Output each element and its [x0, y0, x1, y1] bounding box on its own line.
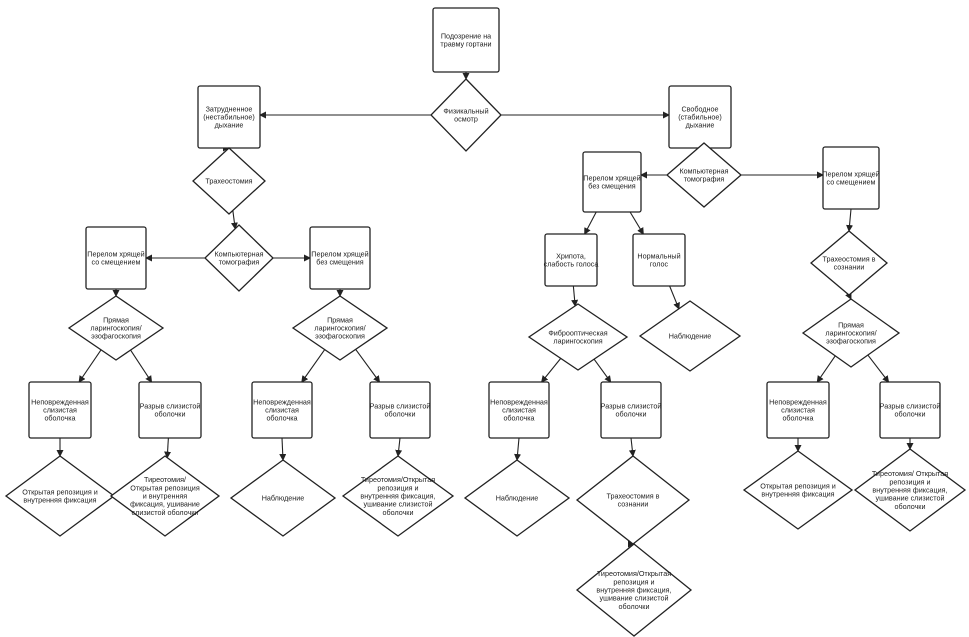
- node-out-5: Наблюдение: [463, 459, 571, 537]
- arrow-dl-3-to-m-intact-4: [816, 355, 836, 383]
- arrow-dl-1-to-m-tear-1: [130, 349, 153, 383]
- arrow-normal-voice-to-observe-nv: [669, 285, 680, 310]
- node-observe-nv: Наблюдение: [638, 300, 742, 372]
- arrow-m-tear-2-to-out-4: [395, 437, 403, 457]
- node-stable-airway: Свободное(стабильное)дыхание: [668, 85, 732, 149]
- arrow-trach-delay-right-to-dl-3: [845, 292, 852, 300]
- arrow-m-tear-1-to-out-2: [164, 437, 172, 459]
- node-label: Наблюдение: [496, 494, 539, 503]
- node-tracheostomy-left: Трахеостомия: [192, 147, 266, 215]
- arrow-dl-2-to-m-tear-2: [355, 349, 381, 383]
- node-label: Наблюдение: [669, 332, 712, 341]
- arrow-fibro-to-m-tear-3: [593, 358, 612, 383]
- node-unstable-airway: Затрудненное(нестабильное)дыхание: [197, 85, 261, 149]
- node-hoarse: Хрипота,слабость голоса: [544, 233, 599, 287]
- node-label: Наблюдение: [262, 494, 305, 503]
- node-label: Трахеостомия: [205, 177, 252, 186]
- arrow-m-tear-3-to-trach-aware-mid: [628, 437, 636, 457]
- arrow-fibro-to-m-intact-3: [541, 358, 562, 383]
- arrow-tracheostomy-left-to-ct-left: [230, 210, 238, 230]
- node-label: Хрипота,слабость голоса: [544, 251, 599, 268]
- arrow-dl-3-to-m-tear-4: [867, 354, 890, 383]
- arrow-fx-disp-right-to-trach-delay-right: [846, 208, 854, 232]
- arrow-dl-1-to-m-intact-1: [78, 349, 102, 383]
- arrow-fx-nodisp-right-to-normal-voice: [629, 211, 644, 235]
- node-out-3: Наблюдение: [229, 459, 337, 537]
- arrow-m-intact-3-to-out-5: [514, 437, 522, 461]
- arrow-m-intact-2-to-out-3: [279, 437, 287, 461]
- node-label: Затрудненное(нестабильное)дыхание: [203, 104, 255, 129]
- node-label: Свободное(стабильное)дыхание: [678, 104, 722, 129]
- arrow-fx-nodisp-right-to-hoarse: [584, 211, 597, 235]
- arrow-dl-2-to-m-intact-2: [301, 349, 326, 383]
- arrow-hoarse-to-fibro: [571, 285, 579, 307]
